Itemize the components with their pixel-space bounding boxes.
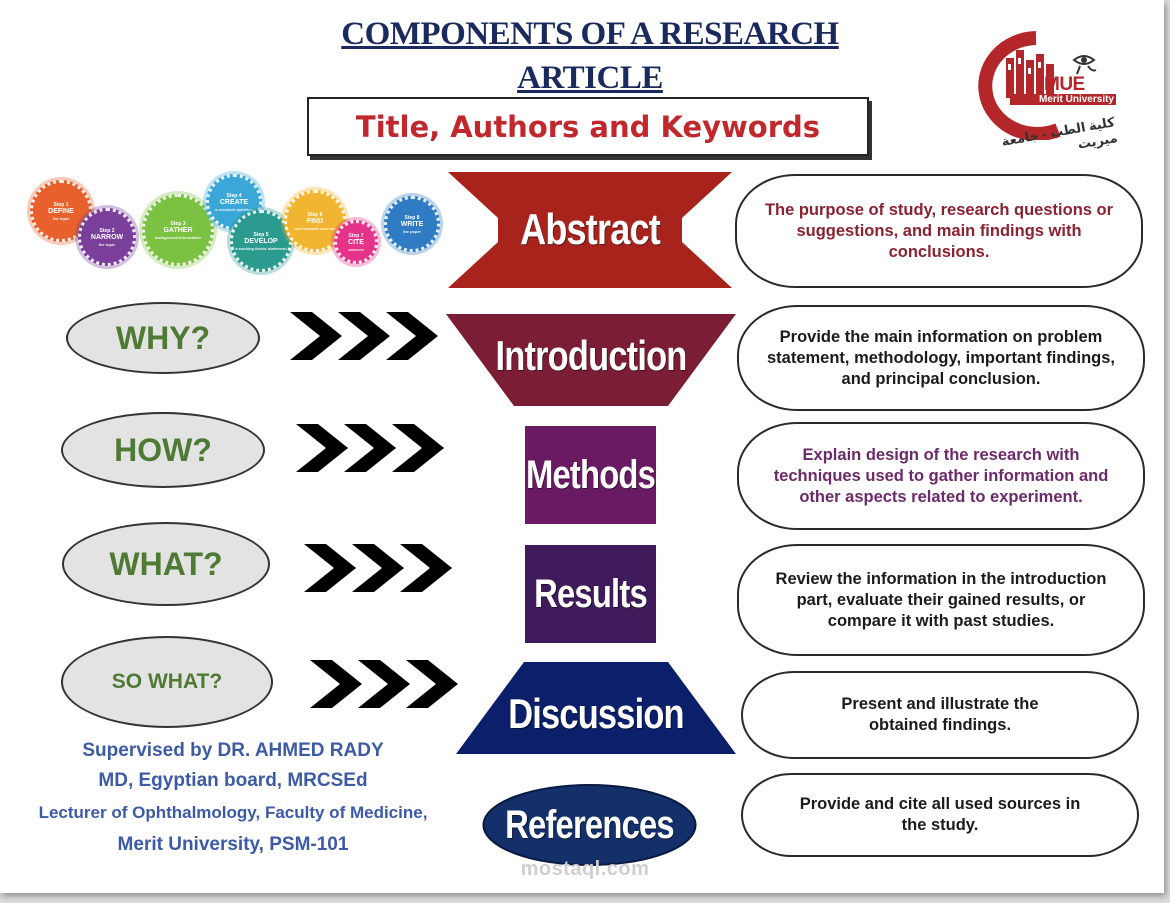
step-number: Step 1 [53, 201, 69, 208]
abstract-description: The purpose of study, research questions… [735, 174, 1143, 288]
step-word: DEVELOP [244, 237, 278, 245]
step-word: FIND [306, 217, 324, 225]
step-description: the paper [402, 228, 421, 234]
discussion-trapezoid-icon [456, 662, 736, 754]
step-number: Step 5 [253, 231, 269, 238]
step-word: DEFINE [48, 207, 74, 215]
introduction-shape: Introduction [446, 314, 736, 406]
credits-line-1: Supervised by DR. AHMED RADY [82, 740, 384, 761]
discussion-description: Present and illustrate the obtained find… [741, 671, 1139, 759]
methods-box-icon [525, 426, 656, 524]
results-box-icon [525, 545, 656, 643]
step-description: a research question [215, 206, 253, 212]
credits-line-2: MD, Egyptian board, MRCSEd [98, 770, 368, 791]
what-arrows-icon [304, 544, 452, 592]
results-label: Results [534, 571, 648, 616]
methods-description: Explain design of the research with tech… [737, 422, 1145, 530]
step-word: GATHER [163, 226, 193, 234]
step-word: WRITE [400, 220, 424, 228]
abstract-shape: Abstract [448, 172, 732, 288]
results-description: Review the information in the introducti… [737, 544, 1145, 656]
step-description: a working thesis statement [235, 245, 287, 251]
introduction-description: Provide the main information on problem … [737, 305, 1145, 411]
step-word: CITE [348, 238, 364, 246]
credits-line-3: Lecturer of Ophthalmology, Faculty of Me… [38, 803, 428, 822]
discussion-label: Discussion [508, 690, 684, 737]
why-arrows-icon [290, 312, 438, 360]
so-what-arrows-icon [310, 660, 458, 708]
discussion-shape: Discussion [456, 662, 736, 754]
step-number: Step 2 [99, 227, 115, 234]
page-title-line-2: ARTICLE [517, 60, 663, 96]
references-description: Provide and cite all used sources in the… [741, 773, 1139, 857]
logo-university-name: Merit University [1010, 94, 1116, 105]
references-shape: References [482, 784, 697, 866]
step-number: Step 6 [307, 211, 323, 218]
so-what-question: SO WHAT? [61, 636, 273, 728]
how-question: HOW? [61, 412, 265, 488]
abstract-hourglass-icon [448, 172, 732, 288]
watermark: mostaql.com [520, 858, 650, 880]
supervisor-credits: Supervised by DR. AHMED RADY MD, Egyptia… [18, 736, 448, 860]
step-description: sources [348, 246, 364, 252]
results-shape: Results [525, 545, 656, 643]
page-title: COMPONENTS OF A RESEARCH ARTICLE [290, 12, 890, 100]
introduction-label: Introduction [495, 332, 687, 379]
page-title-line-1: COMPONENTS OF A RESEARCH [341, 16, 839, 52]
references-label: References [505, 802, 674, 847]
merit-university-logo: MUE Merit University كلية الطب - جامعة م… [966, 30, 1126, 152]
step-description: the topic [98, 241, 116, 247]
step-description: and evaluate sources [294, 225, 336, 231]
how-arrows-icon [296, 424, 444, 472]
step-description: background information [155, 234, 201, 240]
references-oval-icon [482, 784, 697, 866]
step-number: Step 7 [348, 232, 364, 239]
credits-line-4: Merit University, PSM-101 [117, 834, 349, 855]
introduction-funnel-icon [446, 314, 736, 406]
step-word: CREATE [219, 198, 249, 206]
methods-label: Methods [525, 452, 656, 497]
step-number: Step 8 [404, 214, 420, 221]
logo-abbreviation: MUE [1044, 74, 1085, 95]
methods-shape: Methods [525, 426, 656, 524]
why-question: WHY? [66, 302, 260, 374]
step-number: Step 3 [170, 220, 186, 227]
step-word: NARROW [90, 233, 124, 241]
logo-emblem-icon [978, 31, 1097, 141]
step-number: Step 4 [226, 192, 242, 199]
title-authors-keywords-box: Title, Authors and Keywords [307, 97, 869, 156]
step-description: the topic [52, 215, 70, 221]
abstract-label: Abstract [520, 205, 661, 254]
what-question: WHAT? [62, 522, 270, 606]
